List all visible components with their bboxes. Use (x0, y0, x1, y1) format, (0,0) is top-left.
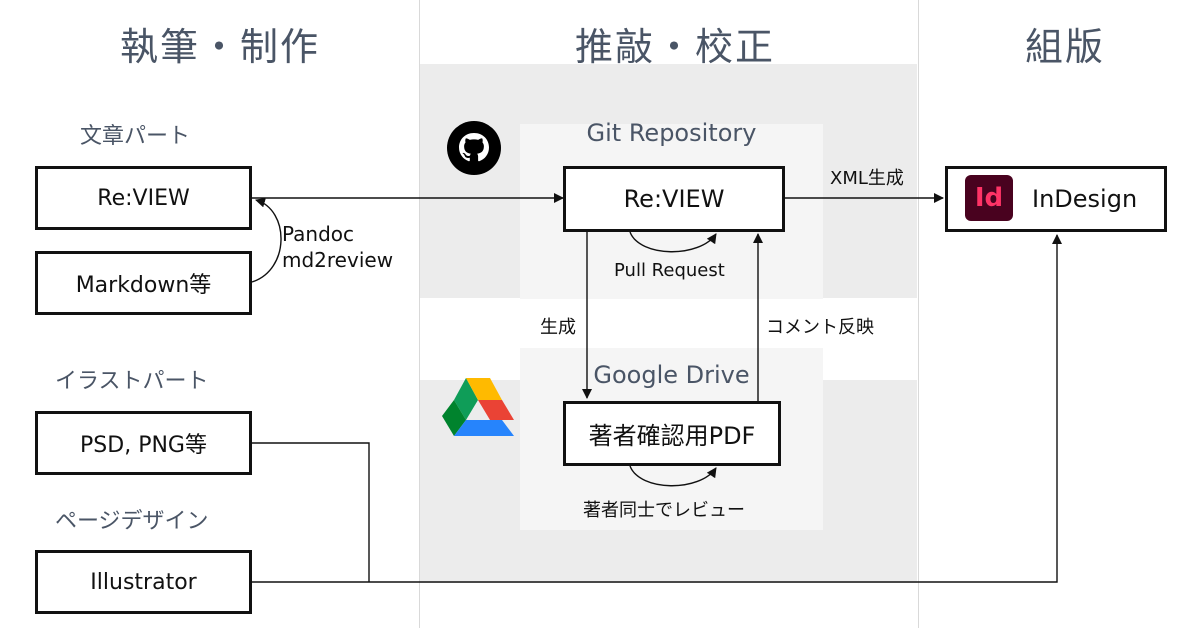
psd-png-box[interactable]: PSD, PNG等 (35, 411, 252, 475)
review-panel-gap-lower (420, 348, 520, 380)
column-title-review: 推敲・校正 (574, 25, 775, 69)
edge-peer-review-loop (629, 465, 717, 487)
review-panel-gap (420, 298, 917, 348)
edge-label-xml-generate: XML生成 (830, 168, 904, 189)
review-box-git[interactable]: Re:VIEW (563, 166, 785, 232)
edge-label-pandoc: Pandoc (282, 222, 355, 246)
edge-label-md2review: md2review (282, 248, 394, 272)
column-title-authoring: 執筆・制作 (119, 25, 320, 69)
edge-pull-request-loop (629, 231, 717, 253)
edge-label-generate: 生成 (540, 317, 576, 338)
indesign-label: InDesign (1032, 185, 1138, 213)
google-drive-title: Google Drive (593, 361, 750, 389)
git-repository-title: Git Repository (586, 119, 757, 147)
edge-pandoc-curve (251, 197, 282, 283)
section-label-text-part: 文章パート (80, 124, 191, 149)
review-box-authoring[interactable]: Re:VIEW (35, 166, 252, 230)
markdown-box[interactable]: Markdown等 (35, 251, 252, 315)
google-drive-icon (442, 376, 514, 438)
edge-label-comment-reflect: コメント反映 (766, 317, 874, 338)
github-icon (446, 120, 502, 176)
edge-psd-to-indesign (252, 442, 370, 582)
column-divider-right (918, 0, 919, 628)
section-label-illustration-part: イラストパート (55, 369, 209, 394)
review-panel-gap-right (823, 348, 917, 380)
column-title-typesetting: 組版 (1024, 25, 1105, 69)
author-pdf-box[interactable]: 著者確認用PDF (563, 401, 781, 466)
section-label-page-design: ページデザイン (55, 509, 209, 534)
indesign-icon: Id (965, 175, 1013, 221)
illustrator-box[interactable]: Illustrator (35, 550, 252, 614)
edge-label-pull-request: Pull Request (614, 260, 725, 281)
edge-label-peer-review: 著者同士でレビュー (583, 500, 745, 521)
edge-illustrator-to-indesign (252, 234, 1062, 583)
column-divider-left (419, 0, 420, 628)
